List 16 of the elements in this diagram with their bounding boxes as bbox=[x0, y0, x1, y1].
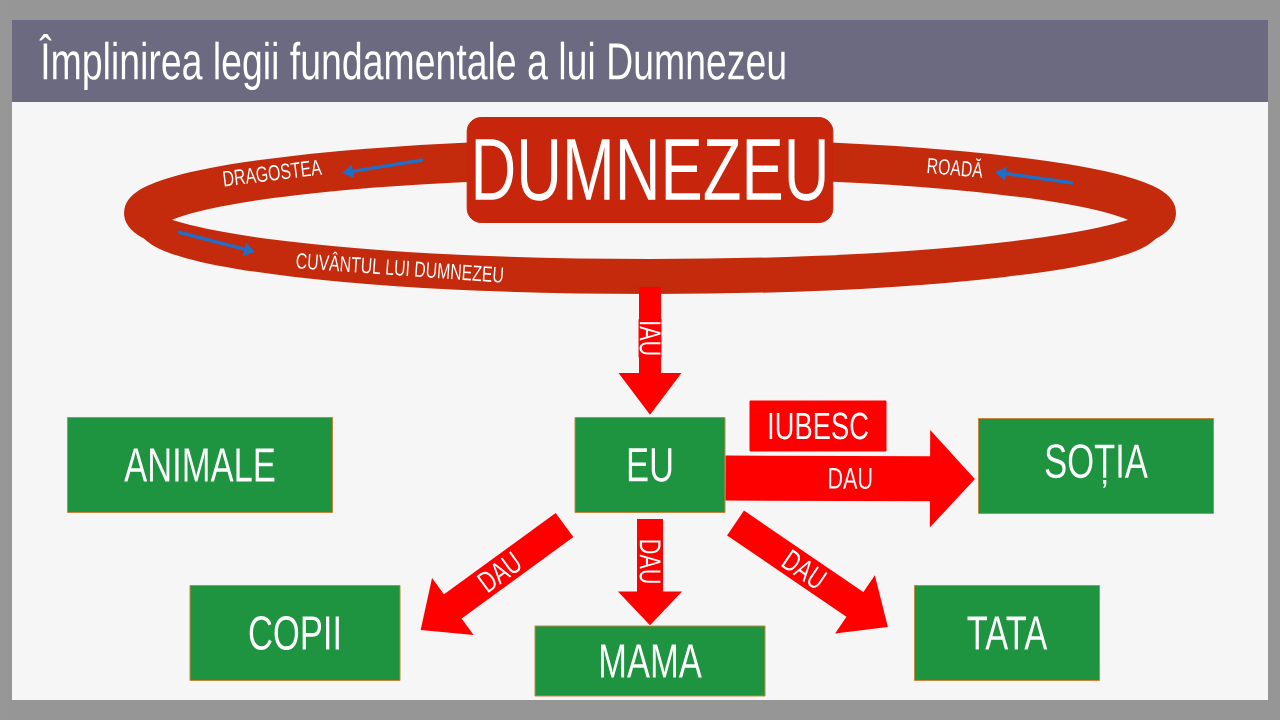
title-box: DUMNEZEU bbox=[466, 117, 834, 223]
ring-label: CUVÂNTUL LUI DUMNEZEU bbox=[294, 247, 506, 285]
process-box: COPII bbox=[189, 585, 401, 681]
label-box: IUBESC bbox=[749, 400, 887, 452]
ring-label: DRAGOSTEA bbox=[220, 158, 324, 188]
edge-label: DAU bbox=[826, 466, 875, 491]
edge-label: DAU bbox=[473, 548, 526, 596]
process-box: MAMA bbox=[534, 625, 766, 697]
edge-label: IAU bbox=[638, 319, 662, 358]
title-bar: Împlinirea legii fundamentale a lui Dumnezeu bbox=[12, 20, 1268, 102]
process-box: TATA bbox=[914, 585, 1100, 681]
ring-label: ROADĂ bbox=[925, 152, 985, 180]
process-box: ANIMALE bbox=[67, 417, 333, 513]
edge-label: DAU bbox=[778, 546, 831, 593]
process-box: EU bbox=[574, 417, 726, 513]
process-box: SOȚIA bbox=[978, 418, 1214, 514]
